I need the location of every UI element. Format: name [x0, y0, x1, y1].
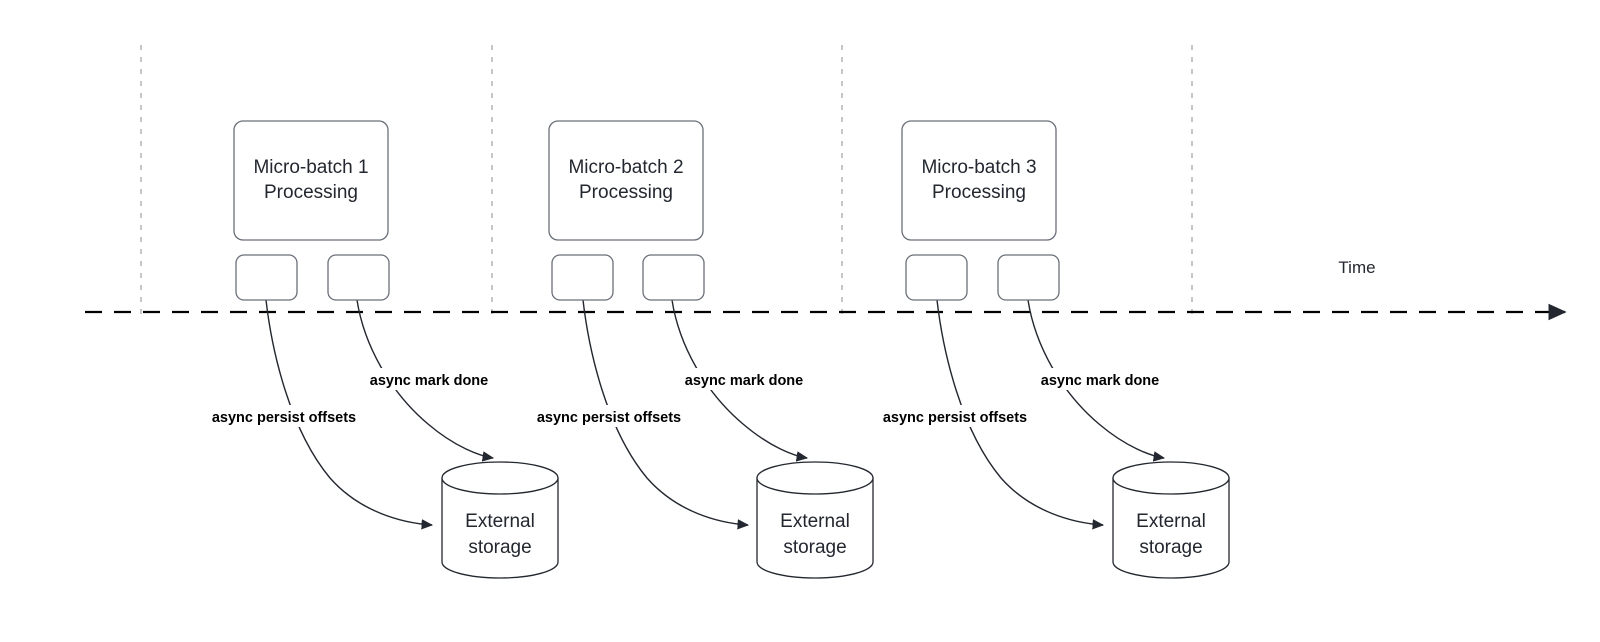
- external-storage-2-label-line2: storage: [783, 537, 846, 558]
- external-storage-2[interactable]: External storage: [756, 461, 874, 579]
- edge-label-mark-done-2-text: async mark done: [685, 373, 803, 389]
- micro-batch-2-box-rect[interactable]: [548, 120, 704, 241]
- edge-label-mark-done-2-bg: [673, 368, 815, 390]
- micro-batch-1-label-line1: Micro-batch 1: [253, 157, 368, 178]
- external-storage-3-label-line1: External: [1136, 511, 1206, 532]
- external-storage-2-body[interactable]: [756, 477, 874, 579]
- task-box-2-left[interactable]: [551, 254, 614, 301]
- external-storage-1-label-line2: storage: [468, 537, 531, 558]
- task-box-3-right[interactable]: [997, 254, 1060, 301]
- external-storage-1-body[interactable]: [441, 477, 559, 579]
- time-axis-label: Time: [1338, 258, 1375, 277]
- edge-label-persist-offsets-2: async persist offsets: [519, 405, 699, 427]
- external-storage-1-label-line1: External: [465, 511, 535, 532]
- external-storage-1[interactable]: External storage: [441, 461, 559, 579]
- group-3: Micro-batch 3 Processing External storag…: [865, 120, 1230, 579]
- external-storage-3[interactable]: External storage: [1112, 461, 1230, 579]
- edge-label-mark-done-1: async mark done: [358, 368, 500, 390]
- edge-label-mark-done-3: async mark done: [1029, 368, 1171, 390]
- edge-label-mark-done-2: async mark done: [673, 368, 815, 390]
- micro-batch-2-box[interactable]: Micro-batch 2 Processing: [548, 120, 704, 241]
- external-storage-3-body[interactable]: [1112, 477, 1230, 579]
- external-storage-3-top[interactable]: [1112, 461, 1230, 495]
- external-storage-2-label-line1: External: [780, 511, 850, 532]
- micro-batch-3-label-line1: Micro-batch 3: [921, 157, 1036, 178]
- edge-label-persist-offsets-1-bg: [194, 405, 374, 427]
- edge-label-mark-done-3-bg: [1029, 368, 1171, 390]
- micro-batch-1-box[interactable]: Micro-batch 1 Processing: [233, 120, 389, 241]
- micro-batch-2-label-line2: Processing: [579, 182, 673, 203]
- time-axis: Time: [85, 258, 1567, 321]
- edge-label-persist-offsets-3-text: async persist offsets: [883, 410, 1027, 426]
- task-box-3-left[interactable]: [905, 254, 968, 301]
- external-storage-3-label-line2: storage: [1139, 537, 1202, 558]
- edge-label-persist-offsets-2-bg: [519, 405, 699, 427]
- edge-mark-done-2: [671, 299, 809, 462]
- micro-batch-2-label-line1: Micro-batch 2: [568, 157, 683, 178]
- micro-batch-3-label-line2: Processing: [932, 182, 1026, 203]
- external-storage-2-top[interactable]: [756, 461, 874, 495]
- edge-mark-done-1: [356, 299, 495, 462]
- edge-persist-offsets-3: [936, 299, 1105, 530]
- task-box-2-right[interactable]: [642, 254, 705, 301]
- edge-label-mark-done-1-text: async mark done: [370, 373, 488, 389]
- edge-label-persist-offsets-1-text: async persist offsets: [212, 410, 356, 426]
- task-box-1-right[interactable]: [327, 254, 390, 301]
- group-1: Micro-batch 1 Processing External storag…: [194, 120, 559, 579]
- edge-label-persist-offsets-2-text: async persist offsets: [537, 410, 681, 426]
- edge-label-mark-done-1-bg: [358, 368, 500, 390]
- vertical-dividers: [140, 45, 1193, 320]
- micro-batch-3-box[interactable]: Micro-batch 3 Processing: [901, 120, 1057, 241]
- edge-persist-offsets-2: [582, 299, 750, 530]
- edge-label-persist-offsets-1: async persist offsets: [194, 405, 374, 427]
- task-box-1-left[interactable]: [235, 254, 298, 301]
- micro-batch-1-box-rect[interactable]: [233, 120, 389, 241]
- micro-batch-3-box-rect[interactable]: [901, 120, 1057, 241]
- micro-batch-1-label-line2: Processing: [264, 182, 358, 203]
- edge-persist-offsets-1: [265, 299, 434, 530]
- edge-mark-done-3: [1027, 299, 1166, 462]
- group-2: Micro-batch 2 Processing External storag…: [519, 120, 874, 579]
- edge-label-persist-offsets-3-bg: [865, 405, 1045, 427]
- edge-label-persist-offsets-3: async persist offsets: [865, 405, 1045, 427]
- external-storage-1-top[interactable]: [441, 461, 559, 495]
- edge-label-mark-done-3-text: async mark done: [1041, 373, 1159, 389]
